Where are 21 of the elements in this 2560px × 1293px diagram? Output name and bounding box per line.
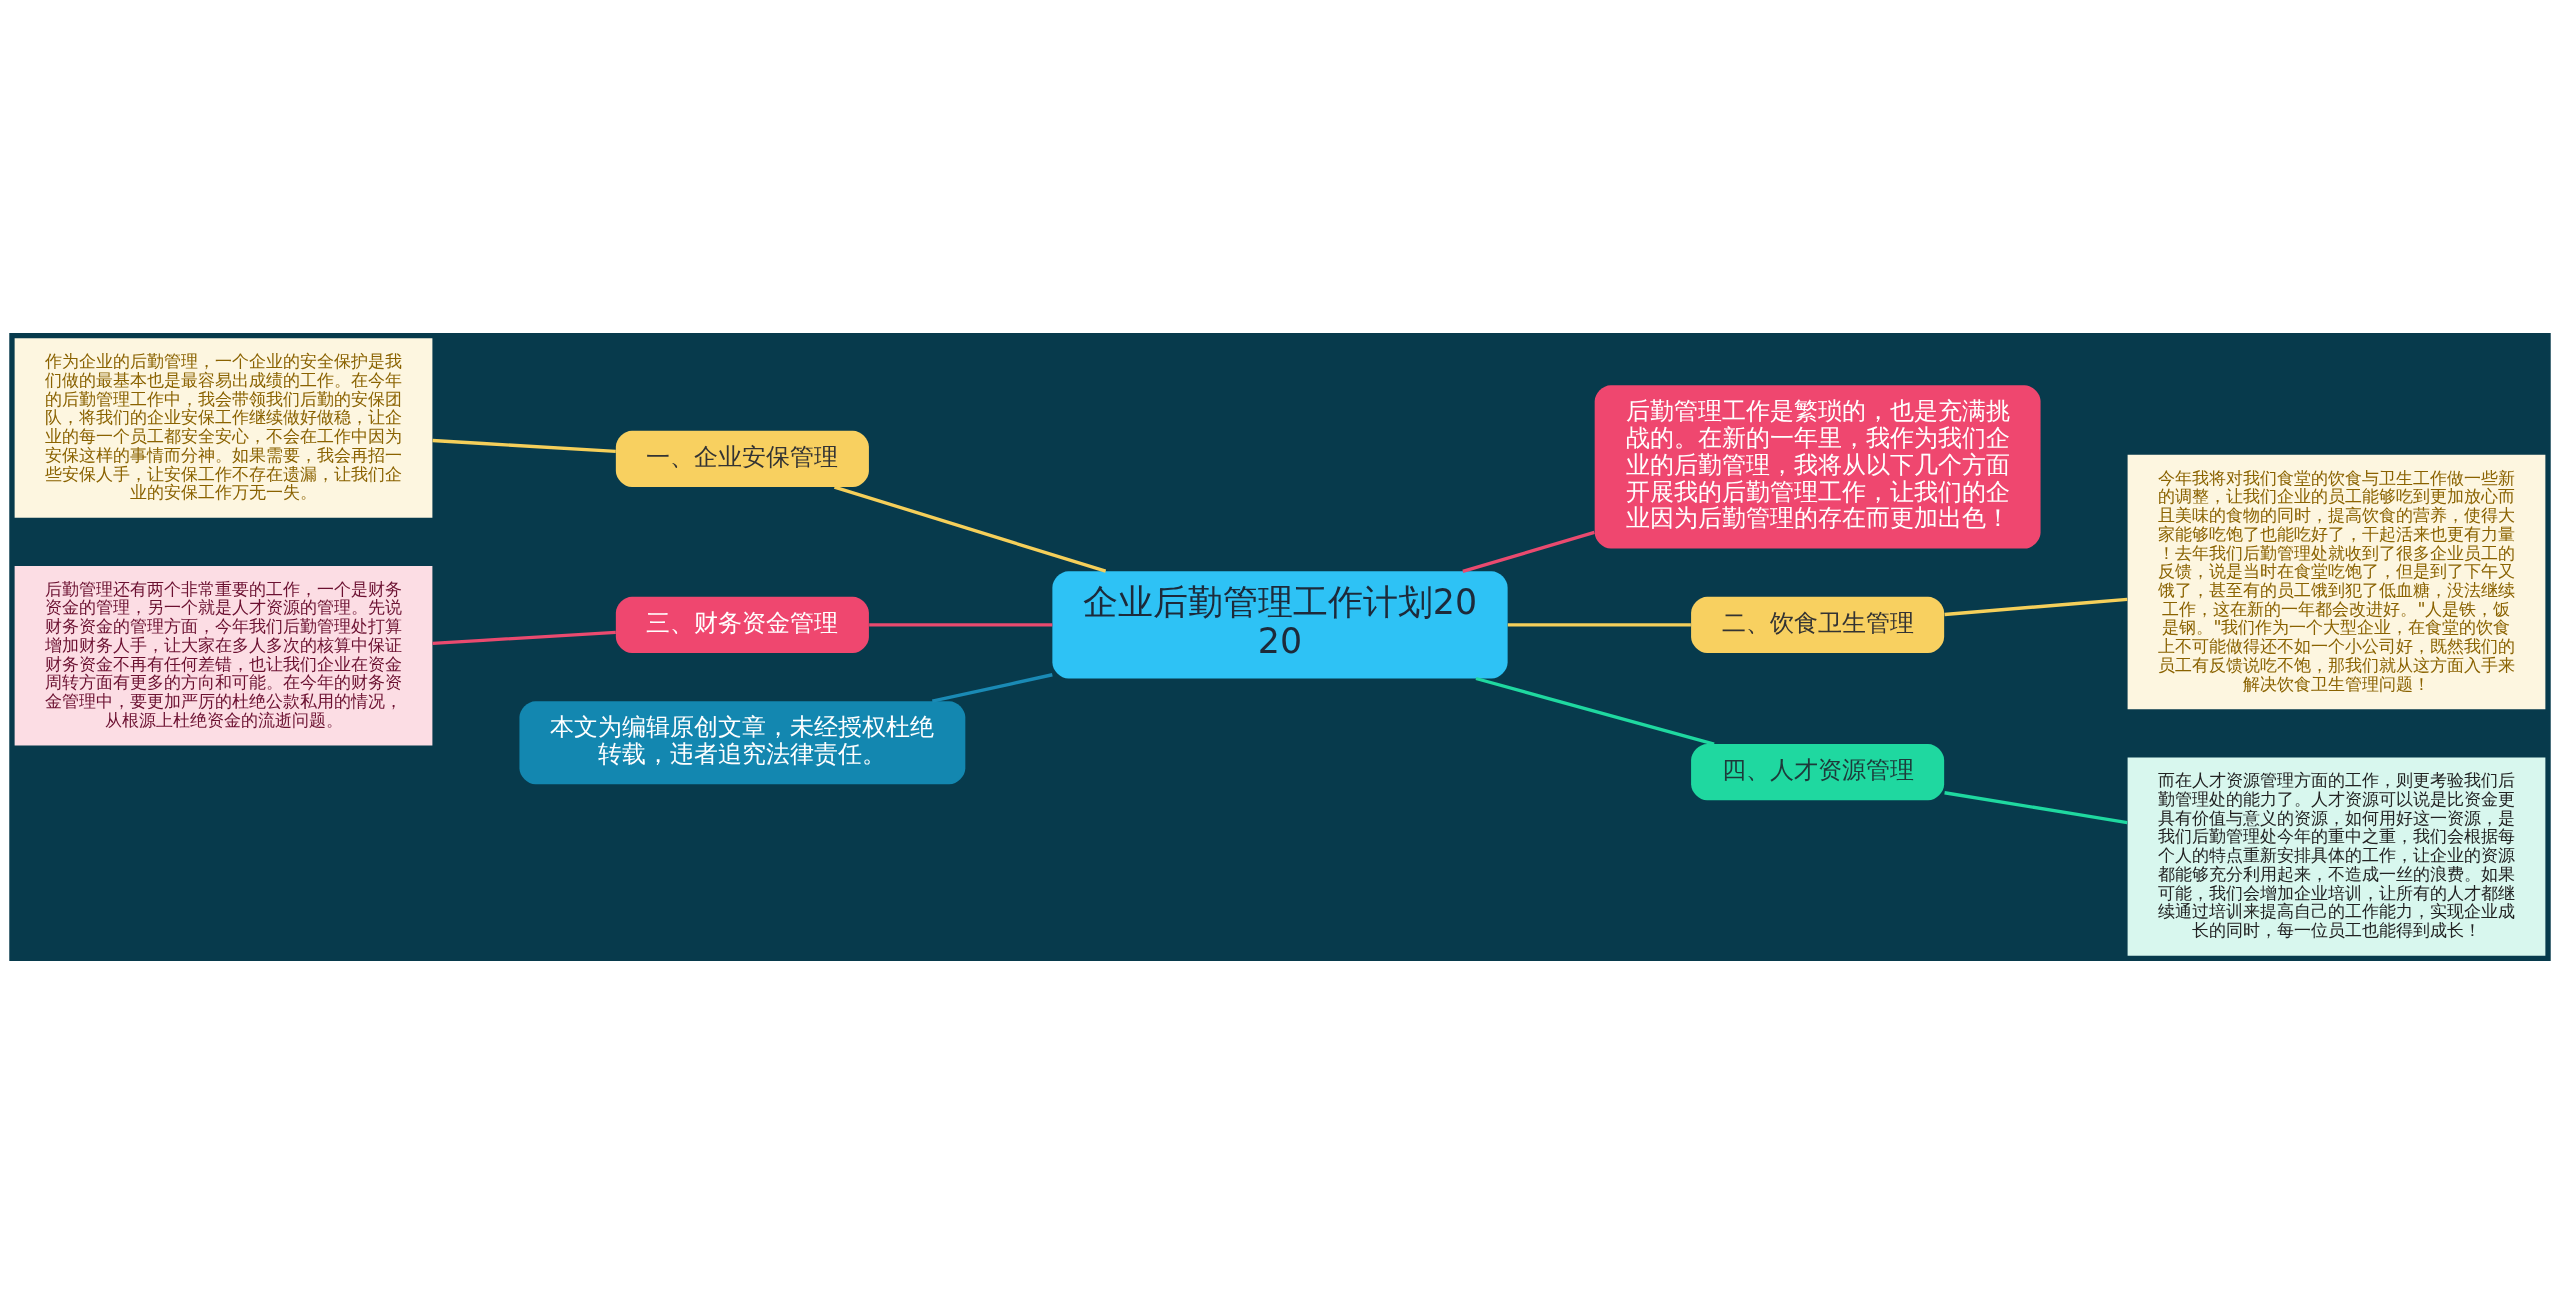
connector xyxy=(931,672,1053,703)
connector xyxy=(432,438,616,453)
node-box: 后勤管理工作是繁琐的，也是充满挑战的。在新的一年里，我作为我们企业的后勤管理，我将从以下几个方面开展我的后勤管理工作，让我们的企业因为后勤管理的存在而更加出色！ xyxy=(1594,384,2041,549)
node-box: 本文为编辑原创文章，未经授权杜绝转载，违者追究法律责任。 xyxy=(519,700,966,784)
connector xyxy=(869,622,1053,627)
node-box: 而在人才资源管理方面的工作，则更考验我们后勤管理处的能力了。人才资源可以说是比资金更具有价值与意义的资源，如何用好这一资源，是我们后勤管理处今年的重中之重，我们会根据每个人的特点重新安排具体的工作，让企业的资源都能够充分利用起来，不造成一丝的浪费。如果可能，我们会增加企业培训，让所有的人才都继续通过培训来提高自己的工作能力，实现企业成长的同时，每一位员工也能得到成长！ xyxy=(2127,756,2546,956)
node-box: 企业后勤管理工作计划2020 xyxy=(1052,570,1508,678)
node-box: 四、人才资源管理 xyxy=(1691,743,1945,800)
connector xyxy=(432,630,616,645)
node-box: 今年我将对我们食堂的饮食与卫生工作做一些新的调整，让我们企业的员工能够吃到更加放心而且美味的食物的同时，提高饮食的营养，使得大家能够吃饱了也能吃好了，干起活来也更有力量！去年我们后勤管理处就收到了很多企业员工的反馈，说是当时在食堂吃饱了，但是到了下午又饿了，甚至有的员工饿到犯了低血糖，没法继续工作，这在新的一年都会改进好。"人是铁，饭是钢。"我们作为一个大型企业，在食堂的饮食上不可能做得还不如一个小公司好，既然我们的员工有反馈说吃不饱，那我们就从这方面入手来解决饮食卫生管理问题！ xyxy=(2127,454,2546,709)
connector xyxy=(1507,622,1691,627)
connector xyxy=(1462,530,1595,573)
connector xyxy=(833,484,1107,573)
node-box: 作为企业的后勤管理，一个企业的安全保护是我们做的最基本也是最容易出成绩的工作。在今年的后勤管理工作中，我会带领我们后勤的安保团队，将我们的企业安保工作继续做好做稳，让企业的每一个员工都安全安心，不会在工作中因为安保这样的事情而分神。如果需要，我会再招一些安保人手，让安保工作不存在遗漏，让我们企业的安保工作万无一失。 xyxy=(14,337,433,518)
connector xyxy=(1475,676,1715,746)
connector xyxy=(1944,790,2128,824)
node-box: 一、企业安保管理 xyxy=(615,430,869,487)
node-box: 后勤管理还有两个非常重要的工作，一个是财务资金的管理，另一个就是人才资源的管理。先说财务资金的管理方面，今年我们后勤管理处打算增加财务人手，让大家在多人多次的核算中保证财务资金不再有任何差错，也让我们企业在资金周转方面有更多的方向和可能。在今年的财务资金管理中，要更加严厉的杜绝公款私用的情况，从根源上杜绝资金的流逝问题。 xyxy=(14,565,433,745)
node-box: 三、财务资金管理 xyxy=(615,596,869,653)
connector xyxy=(1944,597,2128,616)
node-box: 二、饮食卫生管理 xyxy=(1691,596,1945,653)
